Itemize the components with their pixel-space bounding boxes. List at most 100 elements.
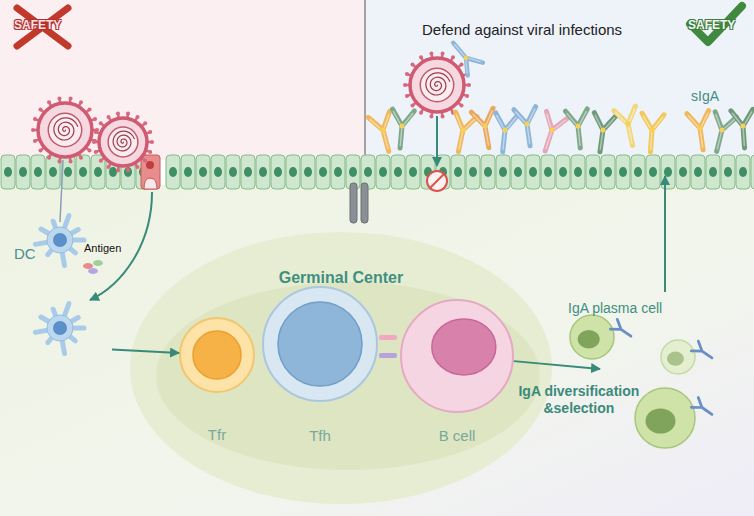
epithelial-cell — [466, 155, 480, 189]
cell-nucleus — [679, 167, 687, 177]
epithelial-cell — [751, 155, 754, 189]
antibody-chain — [565, 109, 591, 149]
epithelial-cell — [706, 155, 720, 189]
cell-nucleus — [559, 167, 567, 177]
antibody-hinge — [463, 55, 469, 61]
receptor-pair — [379, 335, 397, 340]
cell-membrane — [401, 300, 513, 412]
cell-body — [47, 227, 73, 253]
cell-nucleus — [646, 408, 676, 433]
antibody-symbol — [589, 113, 616, 154]
antigen-fragment — [83, 263, 93, 269]
cell-nucleus — [379, 167, 387, 177]
plasma-cell-group: IgA plasma cell — [600, 300, 735, 450]
tfr-cell: Tfr — [179, 317, 255, 393]
cell-nucleus — [469, 167, 477, 177]
inner-ellipse — [156, 282, 540, 470]
antibody-symbol — [610, 319, 634, 341]
cell-nucleus — [529, 167, 537, 177]
antibody-highlight — [390, 111, 413, 147]
virus-spike — [94, 130, 98, 134]
antibody-hinge — [649, 127, 654, 132]
epithelial-cell — [406, 155, 420, 189]
cell-nucleus — [64, 167, 72, 177]
antibody-label: sIgA — [691, 88, 719, 105]
virus-spike — [69, 96, 73, 100]
virus-spike — [47, 156, 51, 160]
secretion-arrow — [664, 176, 666, 292]
virus-spike — [33, 117, 37, 121]
b-cell: B cell — [400, 299, 514, 413]
viral-genome — [426, 73, 450, 95]
epithelial-cell — [541, 155, 555, 189]
epithelial-cell — [571, 155, 585, 189]
cell-nucleus — [334, 167, 342, 177]
antibody-highlight — [732, 111, 754, 146]
epithelial-cell — [46, 155, 60, 189]
unsafe-badge-text: SAFETY — [14, 18, 61, 32]
antibody-hinge — [697, 125, 703, 131]
node-label: Germinal Center — [130, 268, 552, 287]
panel-heading: Defend against viral infections — [422, 21, 622, 39]
virus-spike — [429, 115, 433, 119]
virus-spike — [92, 140, 96, 144]
antibody-chain — [610, 319, 634, 341]
virus-spike — [419, 111, 423, 115]
epithelial-cell — [316, 155, 330, 189]
cell-nucleus — [53, 321, 67, 335]
epithelial-cell — [556, 155, 570, 189]
prohibition-sign — [427, 171, 447, 191]
cell-nucleus — [454, 167, 462, 177]
cell-nucleus — [199, 167, 207, 177]
cell-nucleus — [49, 167, 57, 177]
node-outline — [12, 205, 112, 377]
antigen-fragment — [88, 268, 98, 274]
cell-nucleus — [604, 167, 612, 177]
virus-spike — [31, 128, 35, 132]
node-label: B cell — [388, 427, 526, 445]
virus-spike — [33, 139, 37, 143]
antibody-symbol — [448, 112, 477, 154]
cell-nucleus — [589, 167, 597, 177]
antibody-chain — [492, 113, 518, 153]
virus-envelope — [99, 118, 147, 166]
epithelial-cell — [286, 155, 300, 189]
epithelial-cell — [661, 155, 675, 189]
virus-spike — [460, 62, 464, 66]
virus-spike — [88, 107, 92, 111]
antibody-highlight — [448, 38, 481, 73]
epithelial-cell — [511, 155, 525, 189]
m-cell-pocket — [144, 178, 157, 189]
virus-spike — [116, 111, 120, 115]
cell-nucleus — [578, 330, 600, 348]
epithelial-cell — [16, 155, 30, 189]
tfh-cell: Tfh — [262, 286, 378, 402]
cell-nucleus — [319, 167, 327, 177]
virus-envelope — [38, 103, 92, 157]
node-label: Tfr — [167, 426, 267, 444]
receptor-pair — [379, 353, 397, 358]
dendritic-cell-art — [35, 304, 84, 354]
node-label: Tfh — [250, 427, 390, 445]
epithelial-cell — [736, 155, 750, 189]
virus-spike — [467, 83, 471, 87]
tissue-background — [0, 185, 754, 516]
antibody-hinge — [380, 127, 386, 133]
virus-spike — [126, 111, 130, 115]
epithelial-cell — [271, 155, 285, 189]
epithelial-cell — [451, 155, 465, 189]
virus-spike — [126, 169, 130, 173]
antibody-chain — [639, 113, 664, 152]
virus-spike — [419, 55, 423, 59]
virus-spike — [93, 117, 97, 121]
virus-spike — [57, 160, 61, 164]
antibody-highlight — [449, 114, 476, 151]
virus-spike — [38, 149, 42, 153]
outer-ellipse — [130, 232, 552, 504]
panel-divider — [365, 0, 366, 158]
cell-nucleus — [709, 167, 717, 177]
cell-nucleus — [634, 167, 642, 177]
antibody-highlight — [515, 109, 540, 145]
cell-nucleus — [278, 302, 362, 386]
antibody-chain — [731, 109, 754, 148]
